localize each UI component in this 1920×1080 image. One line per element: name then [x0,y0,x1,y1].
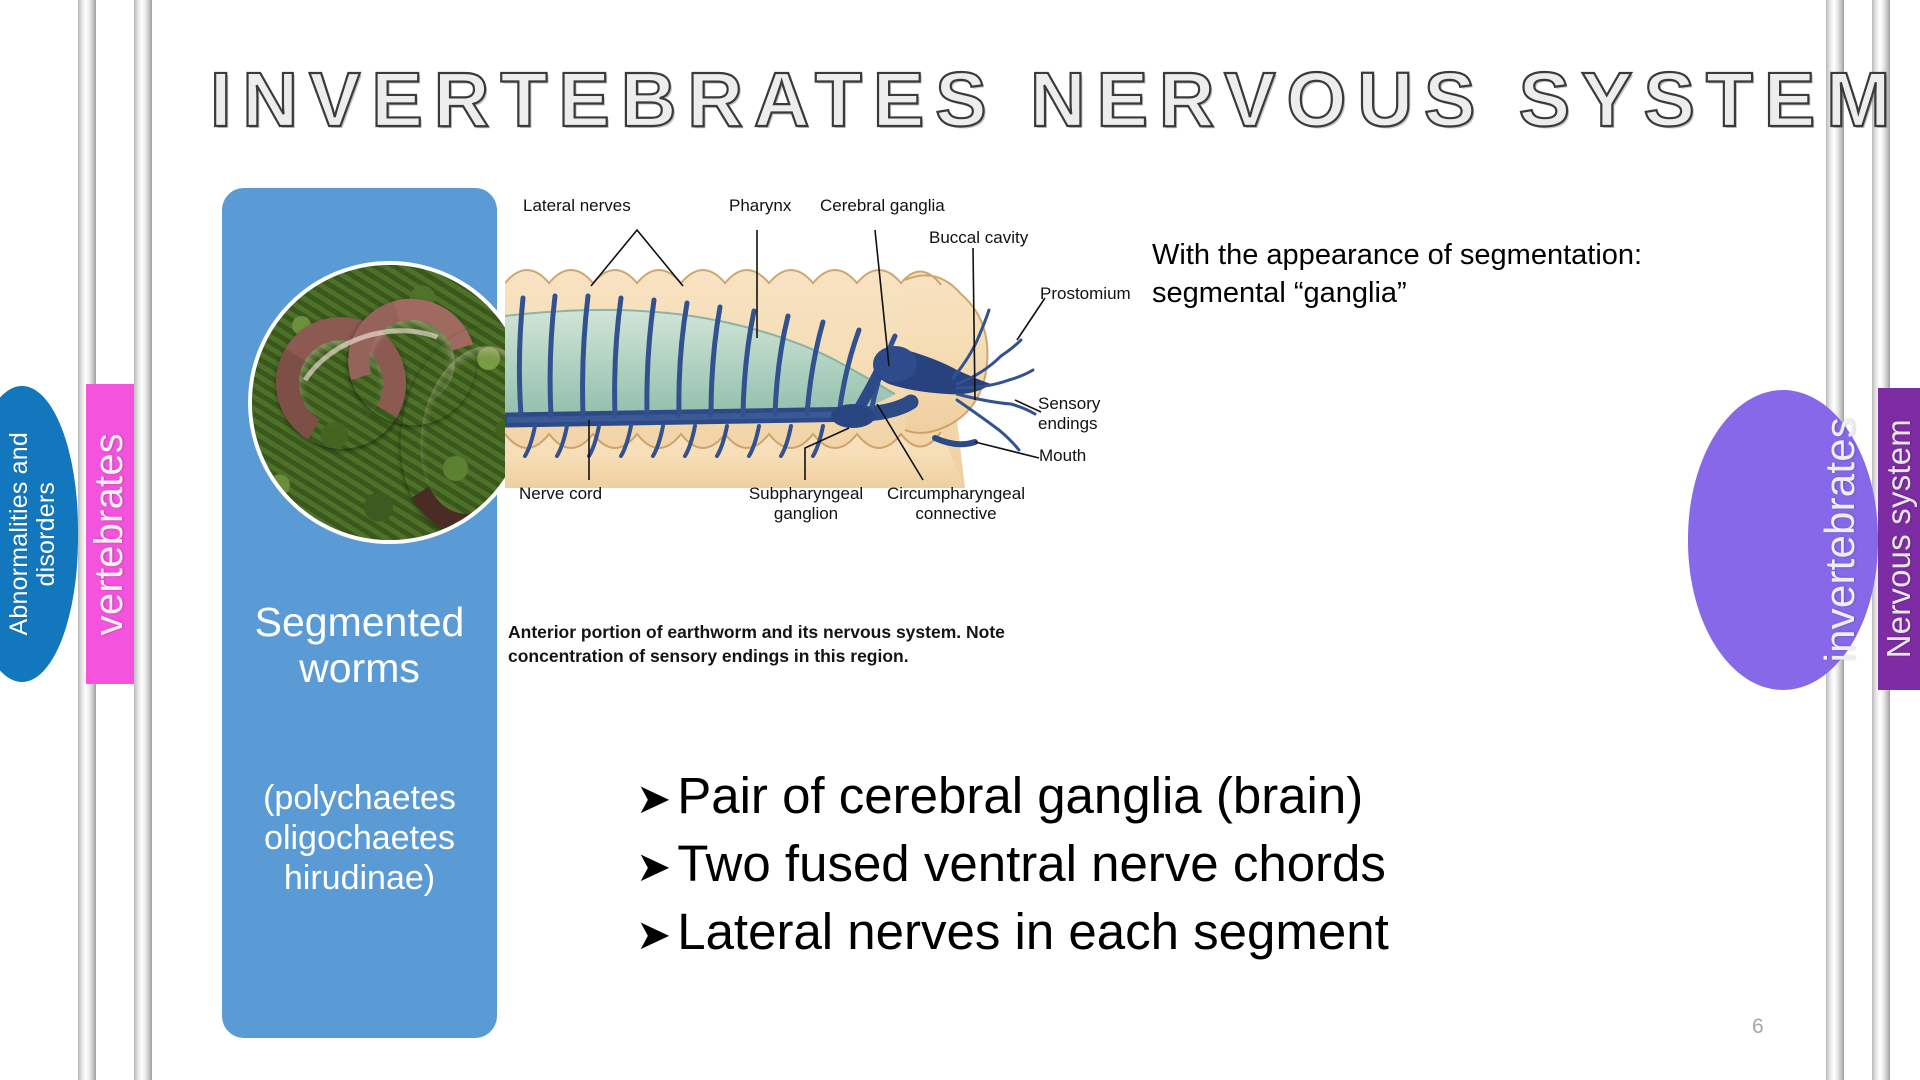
list-item-label: Two fused ventral nerve chords [677,834,1386,892]
sidebar-tab-abnormalities-label: Abnormalities and disorders [5,432,60,636]
figure-caption: Anterior portion of earthworm and its ne… [508,622,1005,667]
decorative-rod-left-inner [134,0,152,1080]
list-item-label: Lateral nerves in each segment [677,902,1389,960]
sidebar-tab-invertebrates-label: invertebrates [1815,417,1863,663]
earthworm-photo [248,261,531,544]
figure-label-mouth: Mouth [1039,446,1087,465]
figure-label-prostomium: Prostomium [1040,284,1131,303]
card-subtitle-classes: (polychaetes oligochaetes hirudinae) [263,779,456,898]
figure-label-buccal-cavity: Buccal cavity [929,228,1029,247]
segmented-worms-card: Segmented worms (polychaetes oligochaete… [222,188,531,1038]
note-segmentation-ganglia: With the appearance of segmentation: seg… [1152,239,1643,310]
list-item: ➤ Two fused ventral nerve chords [636,830,1756,898]
sidebar-tab-vertebrates-label: vertebrates [87,432,132,636]
sidebar-tab-invertebrates[interactable]: invertebrates [1688,390,1878,690]
sidebar-tab-nervous-system[interactable]: Nervous system [1878,388,1920,690]
bullet-list: ➤ Pair of cerebral ganglia (brain) ➤ Two… [636,762,1756,965]
sidebar-tab-vertebrates[interactable]: vertebrates [86,384,134,684]
sidebar-tab-nervous-system-label: Nervous system [1880,419,1918,659]
figure-label-sensory-endings: Sensory endings [1038,394,1101,434]
figure-label-nerve-cord: Nerve cord [519,484,603,503]
page-title: INVERTEBRATES NERVOUS SYSTEM [209,57,1902,143]
figure-label-circumpharyngeal-connective: Circumpharyngeal connective [887,484,1025,523]
slide-number: 6 [1752,1015,1764,1038]
sidebar-tab-abnormalities-and-disorders[interactable]: Abnormalities and disorders [0,386,78,682]
list-item-label: Pair of cerebral ganglia (brain) [677,767,1364,824]
bullet-arrow-icon: ➤ [636,910,672,958]
bullet-arrow-icon: ➤ [636,842,672,890]
figure-label-lateral-nerves: Lateral nerves [523,196,631,215]
earthworm-nervous-system-figure: Lateral nerves Pharynx Cerebral ganglia … [505,188,1131,668]
list-item: ➤ Pair of cerebral ganglia (brain) [636,762,1756,830]
moss-background [252,265,527,540]
bullet-arrow-icon: ➤ [636,775,672,822]
figure-label-cerebral-ganglia: Cerebral ganglia [820,196,945,215]
earthworm-anatomy-illustration [505,228,1046,488]
figure-label-subpharyngeal-ganglion: Subpharyngeal ganglion [748,484,864,523]
list-item: ➤ Lateral nerves in each segment [636,898,1756,966]
card-title-segmented-worms: Segmented worms [254,599,465,691]
figure-label-pharynx: Pharynx [729,196,792,215]
